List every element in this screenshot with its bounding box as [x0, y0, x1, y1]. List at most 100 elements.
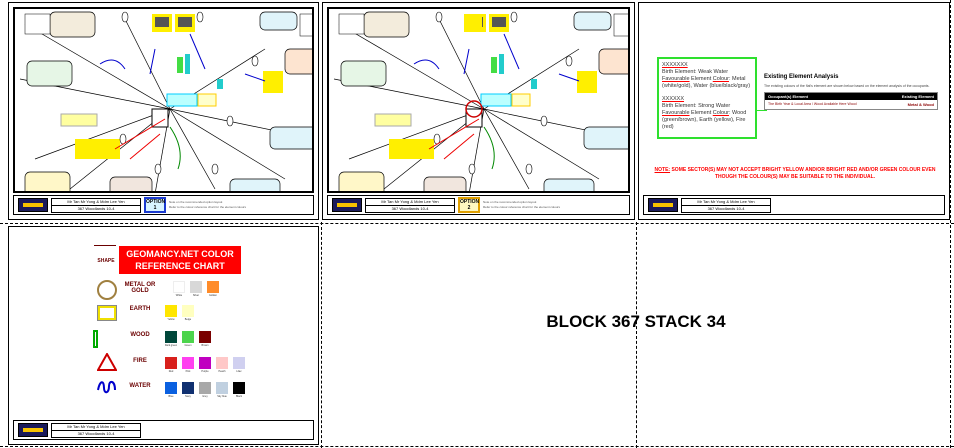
compass-chart	[299, 13, 312, 37]
element-label: METAL OR GOLD	[124, 282, 156, 294]
color-swatch	[182, 357, 194, 369]
occupant-element-box: XXXXXXX Birth Element: Weak Water Favour…	[657, 57, 757, 139]
sector-line	[169, 108, 216, 190]
annotation-box	[598, 48, 628, 75]
annotation-box	[259, 11, 298, 31]
swatch-name: Purple	[201, 370, 209, 373]
center-grid	[151, 108, 169, 128]
color-swatch	[190, 281, 202, 293]
earth-square-icon	[97, 305, 117, 321]
color-swatch	[207, 281, 219, 293]
color-swatch	[182, 305, 194, 317]
geomancy-logo	[648, 198, 678, 212]
marker-icon	[540, 115, 548, 127]
annotation-box	[583, 126, 628, 150]
annotation-box	[543, 178, 595, 191]
color-swatch	[199, 357, 211, 369]
sector-line	[483, 108, 600, 180]
page-divider	[636, 222, 637, 448]
color-swatch	[199, 382, 211, 394]
annotation-box	[49, 11, 96, 38]
sector-line	[438, 18, 485, 110]
connector-line	[757, 110, 767, 111]
sector-line	[338, 23, 485, 110]
geomancy-logo	[18, 423, 48, 437]
existing-element-analysis: Existing Element Analysis The existing c…	[764, 74, 938, 110]
annotation-box	[284, 48, 312, 75]
color-swatch	[165, 331, 177, 343]
annotation-box	[338, 171, 385, 191]
annotation-box	[363, 11, 410, 38]
marker-icon	[435, 11, 443, 23]
page-divider	[950, 0, 951, 448]
swatch-name: Golden	[208, 294, 218, 297]
sector-line	[348, 108, 485, 160]
shape-label: SHAPE	[97, 258, 115, 264]
page-divider	[0, 446, 954, 447]
marker-icon	[565, 55, 573, 67]
annotation-box	[573, 11, 612, 31]
annotation-box	[109, 176, 153, 191]
occupant-names: Mr Tan Mr Yong & Mdm Lee Yen	[67, 198, 125, 204]
sector-line	[34, 108, 171, 160]
swatch-name: Silver	[192, 294, 200, 297]
swatch-name: Brown	[201, 344, 209, 347]
colour-warning-note: NOTE: SOME SECTOR(S) MAY NOT ACCEPT BRIG…	[654, 167, 936, 180]
geomancy-logo	[18, 198, 48, 212]
compass-chart	[338, 13, 365, 35]
swatch-name: Yellow	[167, 318, 175, 321]
swatch-name: Red	[168, 370, 174, 373]
analysis-title: Existing Element Analysis	[764, 74, 839, 80]
page-divider	[321, 222, 322, 448]
color-swatch	[216, 382, 228, 394]
color-swatch	[165, 305, 177, 317]
swatch-name: Sky blue	[217, 395, 227, 398]
color-swatch	[165, 357, 177, 369]
floor-plan-svg	[333, 11, 628, 191]
color-swatch	[233, 382, 245, 394]
legend-box	[75, 139, 120, 159]
color-swatch	[216, 357, 228, 369]
compass-chart	[24, 13, 51, 35]
marker-icon	[196, 11, 204, 23]
sector-line	[24, 23, 171, 110]
marker-icon	[251, 55, 259, 67]
swatch-name: Blue	[168, 395, 174, 398]
swatch-name: Navy	[185, 395, 191, 398]
color-swatch	[199, 331, 211, 343]
annotation-box	[423, 176, 467, 191]
color-swatch	[182, 331, 194, 343]
color-swatch	[173, 281, 185, 293]
flow-arrow	[413, 33, 580, 82]
marker-icon	[525, 163, 533, 175]
flow-arrow	[99, 33, 266, 82]
annotation-box	[229, 178, 281, 191]
annotation-box	[24, 171, 71, 191]
page-divider	[0, 223, 954, 224]
color-swatch	[182, 382, 194, 394]
center-zone	[480, 93, 512, 107]
sticky-box	[577, 71, 597, 93]
swatch-name: Green	[184, 344, 192, 347]
wood-rectangle-icon	[93, 330, 98, 348]
swatch-name: Peach	[218, 370, 226, 373]
swatch-name: White	[175, 294, 183, 297]
geomancy-logo	[332, 198, 362, 212]
block-stack-title: BLOCK 367 STACK 34	[546, 312, 726, 331]
sector-line	[169, 108, 286, 180]
marker-icon	[121, 11, 129, 23]
